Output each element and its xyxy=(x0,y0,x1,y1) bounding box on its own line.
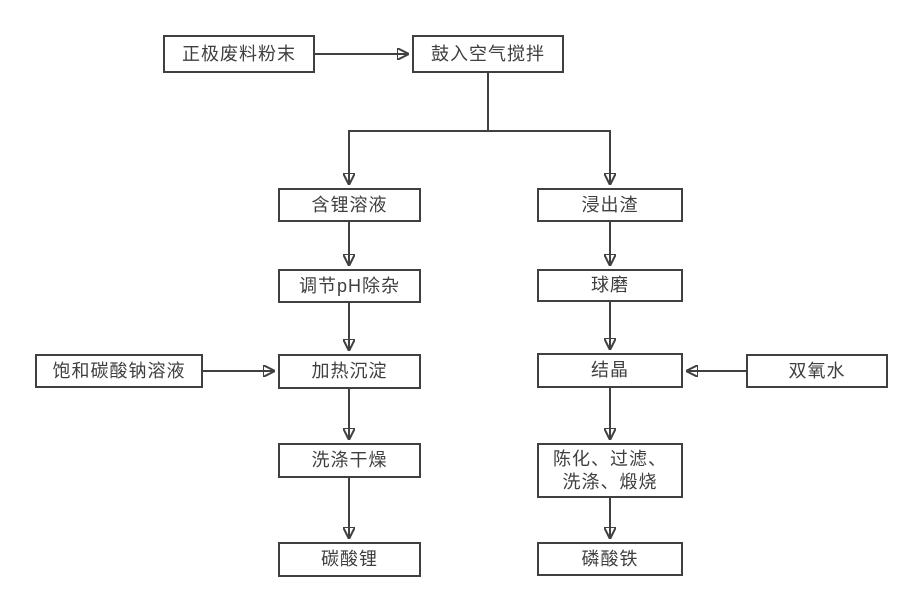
node-lithium-solution: 含锂溶液 xyxy=(278,188,421,222)
node-cathode-waste-powder: 正极废料粉末 xyxy=(163,35,315,73)
node-ball-mill: 球磨 xyxy=(537,269,683,302)
node-crystallize: 结晶 xyxy=(537,353,683,388)
node-aging-filter-wash-calcine: 陈化、过滤、 洗涤、煅烧 xyxy=(537,443,683,498)
node-air-blow-agitate: 鼓入空气搅拌 xyxy=(412,35,564,73)
node-hydrogen-peroxide: 双氧水 xyxy=(746,354,888,388)
node-ph-adjust-impurity: 调节pH除杂 xyxy=(278,269,421,303)
node-leach-residue: 浸出渣 xyxy=(537,188,683,222)
node-saturated-sodium-carbonate: 饱和碳酸钠溶液 xyxy=(35,354,203,388)
node-heat-precipitate: 加热沉淀 xyxy=(278,354,421,389)
node-wash-dry: 洗涤干燥 xyxy=(278,443,421,478)
node-iron-phosphate: 磷酸铁 xyxy=(537,542,683,576)
node-lithium-carbonate: 碳酸锂 xyxy=(278,542,421,577)
